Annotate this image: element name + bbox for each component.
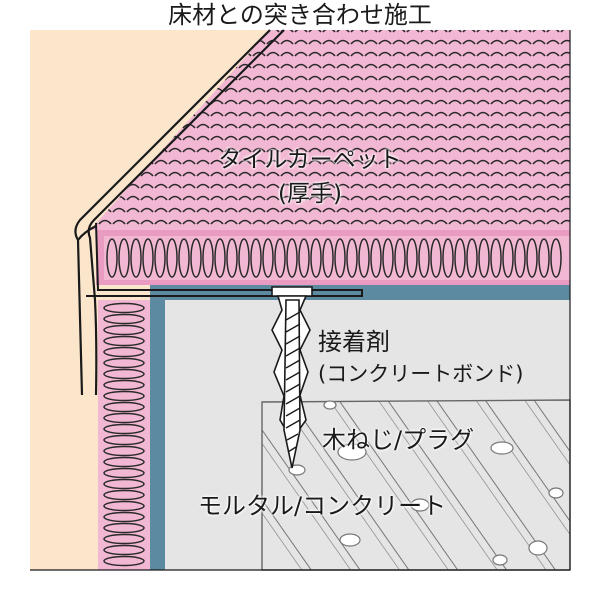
carpet-label: タイルカーペット: [218, 147, 402, 173]
backing-coil: [526, 238, 538, 278]
carpet-note-label: (厚手): [278, 181, 342, 207]
side-coil: [103, 324, 145, 336]
side-coil: [103, 522, 145, 534]
backing-coil: [430, 238, 442, 278]
backing-coil: [478, 238, 490, 278]
backing-coil: [502, 238, 514, 278]
backing-coil: [490, 238, 502, 278]
backing-coil: [262, 238, 274, 278]
backing-coil: [238, 238, 250, 278]
backing-coil: [394, 238, 406, 278]
side-coil: [103, 390, 145, 402]
backing-coil: [334, 238, 346, 278]
side-coil: [103, 467, 145, 479]
backing-coil: [442, 238, 454, 278]
backing-coil: [178, 238, 190, 278]
backing-coil: [550, 238, 562, 278]
backing-coil: [310, 238, 322, 278]
backing-coil: [106, 238, 118, 278]
edge-trim-profile: [74, 29, 363, 396]
backing-coil: [382, 238, 394, 278]
side-coil: [103, 445, 145, 457]
adhesive-note-label: (コンクリートボンド): [318, 362, 524, 386]
side-coil: [103, 544, 145, 556]
side-coil: [103, 511, 145, 523]
side-coil: [103, 533, 145, 545]
backing-coil: [346, 238, 358, 278]
adhesive-label: 接着剤: [318, 328, 390, 356]
side-carpet-coils: [103, 302, 145, 567]
backing-coil: [538, 238, 550, 278]
screw-plug-drawing: [271, 286, 313, 469]
side-coil: [103, 478, 145, 490]
side-coil: [103, 357, 145, 369]
backing-coil: [286, 238, 298, 278]
side-coil: [103, 379, 145, 391]
side-coil: [103, 368, 145, 380]
backing-coil: [322, 238, 334, 278]
backing-coil: [298, 238, 310, 278]
carpet-top-layer: [90, 30, 570, 230]
side-coil: [103, 313, 145, 325]
backing-coil: [358, 238, 370, 278]
backing-coil: [130, 238, 142, 278]
substrate-label: モルタル/コンクリート: [198, 492, 447, 520]
backing-coil: [274, 238, 286, 278]
backing-coil: [514, 238, 526, 278]
backing-coil: [214, 238, 226, 278]
side-coil: [103, 346, 145, 358]
backing-coil: [190, 238, 202, 278]
side-coil: [103, 555, 145, 567]
side-coil: [103, 302, 145, 314]
backing-coil: [154, 238, 166, 278]
backing-coil: [466, 238, 478, 278]
backing-coil: [166, 238, 178, 278]
backing-coil: [202, 238, 214, 278]
backing-coil: [226, 238, 238, 278]
backing-coil: [454, 238, 466, 278]
backing-coil: [418, 238, 430, 278]
side-coil: [103, 401, 145, 413]
frame-edges: [30, 30, 571, 571]
backing-coil: [250, 238, 262, 278]
adhesive-layer-side: [150, 285, 165, 570]
side-coil: [103, 335, 145, 347]
side-coil: [103, 489, 145, 501]
side-coil: [103, 500, 145, 512]
backing-coil: [406, 238, 418, 278]
adhesive-layer-top: [150, 285, 570, 300]
side-coil: [103, 412, 145, 424]
aggregate-stones: [288, 400, 564, 566]
carpet-backing-coils: [106, 238, 562, 278]
backing-coil: [118, 238, 130, 278]
backing-coil: [142, 238, 154, 278]
backing-coil: [370, 238, 382, 278]
screw-plug-label: 木ねじ/プラグ: [322, 426, 475, 454]
side-coil: [103, 423, 145, 435]
side-coil: [103, 456, 145, 468]
side-coil: [103, 434, 145, 446]
diagram-title: 床材との突き合わせ施工: [168, 1, 432, 29]
